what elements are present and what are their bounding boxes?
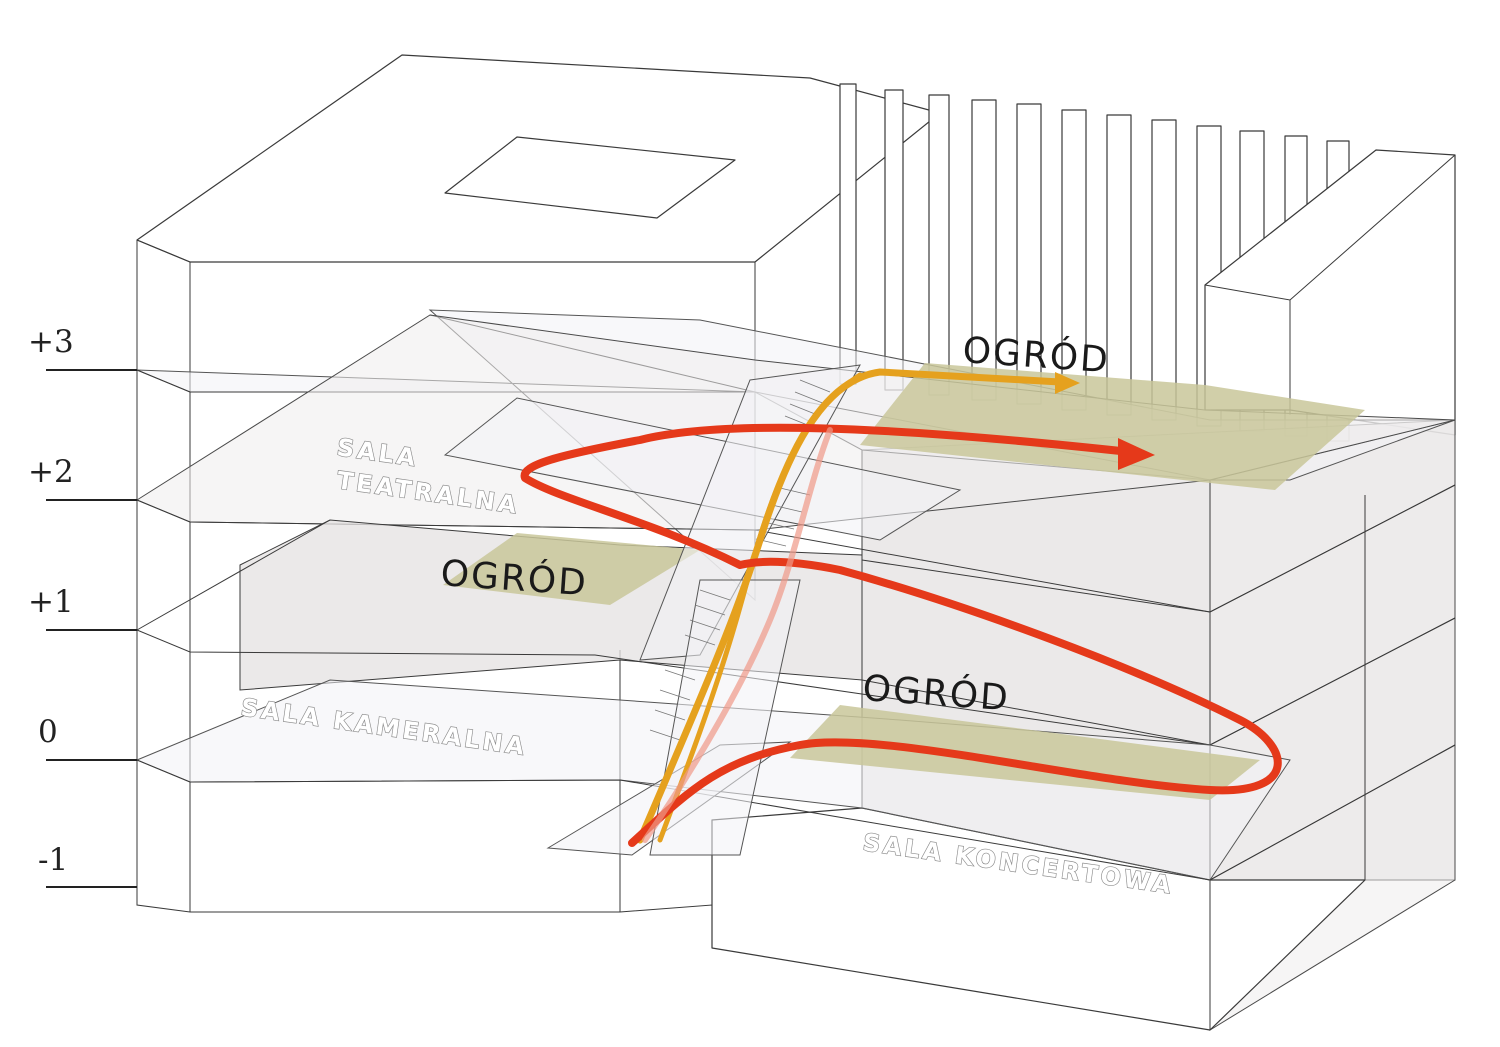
garden-label-top: OGRÓD bbox=[961, 329, 1111, 381]
level-label-plus1: +1 bbox=[28, 584, 74, 620]
garden-label-middle: OGRÓD bbox=[439, 552, 589, 604]
garden-labels: OGRÓD OGRÓD OGRÓD bbox=[439, 329, 1111, 719]
level-label-zero: 0 bbox=[38, 714, 58, 750]
roof-opening bbox=[444, 136, 736, 219]
route-red bbox=[520, 423, 1282, 847]
garden-surfaces bbox=[443, 363, 1365, 800]
level-label-plus2: +2 bbox=[28, 454, 74, 490]
route-red-arrowhead bbox=[1118, 438, 1155, 470]
garden-top bbox=[860, 363, 1365, 490]
route-orange-arrowhead bbox=[1055, 372, 1080, 394]
route-red-faded bbox=[642, 427, 833, 843]
level-label-minus1: -1 bbox=[38, 842, 68, 878]
garden-label-bottom: OGRÓD bbox=[861, 667, 1011, 719]
facade-fins bbox=[839, 83, 1456, 442]
garden-bottom bbox=[790, 705, 1260, 800]
left-tower bbox=[136, 54, 941, 948]
level-markers: +3 +2 +1 0 -1 bbox=[28, 324, 137, 888]
level-label-plus3: +3 bbox=[28, 324, 74, 360]
circulation-routes bbox=[520, 368, 1282, 847]
garden-middle bbox=[443, 533, 700, 605]
